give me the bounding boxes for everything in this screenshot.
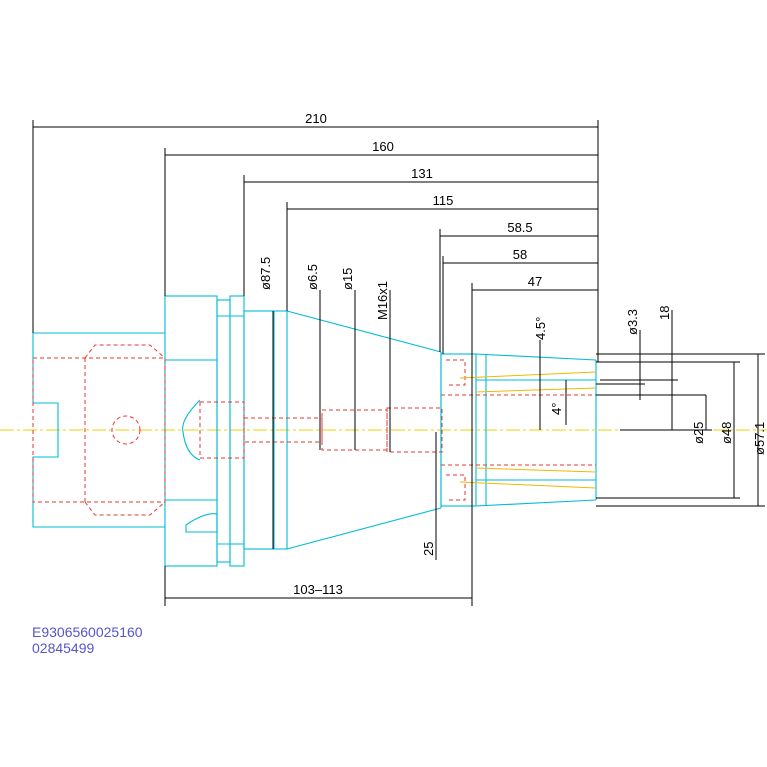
dim-47: 47 (528, 274, 542, 289)
holder-outline (32, 295, 597, 567)
dim-115: 115 (433, 193, 454, 208)
dim-angle-4-5: 4.5° (533, 317, 548, 340)
hidden-features (32, 344, 596, 516)
dim-131: 131 (411, 166, 433, 181)
dim-dia-87-5: ø87.5 (258, 257, 273, 290)
dim-58-5: 58.5 (507, 220, 532, 235)
dim-18: 18 (657, 306, 672, 320)
dim-160: 160 (372, 139, 394, 154)
order-number: 02845499 (32, 640, 95, 656)
dim-dia-6-5: ø6.5 (305, 264, 320, 290)
dim-58: 58 (513, 247, 527, 262)
collet (459, 371, 597, 489)
dim-dia-25: ø25 (691, 422, 706, 444)
dim-103-113: 103–113 (293, 582, 343, 597)
part-number: E9306560025160 (32, 624, 143, 640)
dim-dia-48: ø48 (719, 422, 734, 444)
dim-thread: M16x1 (375, 281, 390, 320)
dim-dia-15: ø15 (340, 268, 355, 290)
dim-dia-57-1: ø57.1 (752, 422, 767, 455)
dim-25: 25 (421, 542, 436, 556)
dim-210: 210 (305, 111, 327, 126)
dim-angle-4: 4° (549, 403, 564, 415)
dimension-lines (32, 120, 765, 606)
dim-dia-3-3: ø3.3 (625, 309, 640, 335)
dimension-labels: 210 160 131 115 58.5 58 47 103–113 ø87.5… (258, 111, 767, 597)
